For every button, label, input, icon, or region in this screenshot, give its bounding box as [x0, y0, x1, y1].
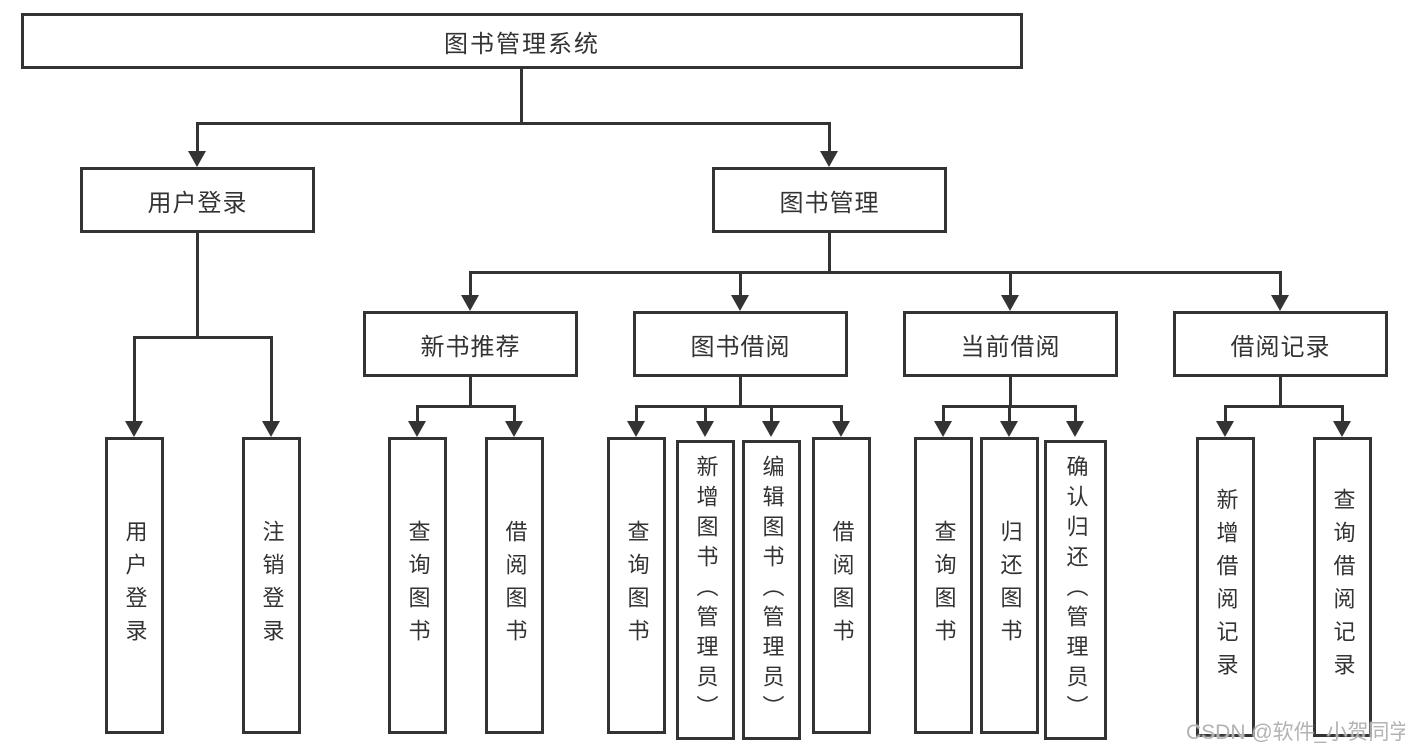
connector — [1009, 377, 1012, 408]
leaf-cb-return-books-label: 归还图书 — [997, 519, 1023, 652]
node-new-books: 新书推荐 — [363, 311, 578, 377]
arrowhead — [627, 421, 645, 437]
connector — [942, 405, 945, 423]
connector — [196, 122, 831, 125]
node-book-borrow: 图书借阅 — [633, 311, 848, 377]
connector — [1008, 405, 1011, 423]
node-borrow-records: 借阅记录 — [1173, 311, 1388, 377]
connector — [133, 336, 273, 339]
connector — [1224, 405, 1227, 423]
node-borrow-records-label: 借阅记录 — [1230, 333, 1331, 361]
leaf-cb-query-books: 查询图书 — [914, 437, 973, 734]
arrowhead — [1000, 421, 1018, 437]
connector — [635, 405, 638, 423]
node-book-mgmt: 图书管理 — [712, 167, 947, 233]
connector — [133, 336, 136, 423]
connector — [469, 377, 472, 408]
leaf-br-add-record: 新增借阅记录 — [1196, 437, 1255, 737]
leaf-nb-query-books-label: 查询图书 — [405, 519, 431, 652]
leaf-nb-query-books: 查询图书 — [388, 437, 447, 734]
watermark: CSDN @软件_小贺同学 — [1186, 721, 1405, 744]
leaf-br-query-record-label: 查询借阅记录 — [1330, 488, 1356, 686]
leaf-br-add-record-label: 新增借阅记录 — [1213, 488, 1239, 686]
leaf-cb-query-books-label: 查询图书 — [931, 519, 957, 652]
connector — [739, 377, 742, 408]
connector — [270, 336, 273, 423]
arrowhead — [1271, 295, 1289, 311]
connector — [1074, 405, 1077, 423]
node-root: 图书管理系统 — [21, 13, 1023, 69]
connector — [469, 271, 472, 299]
arrowhead — [1216, 421, 1234, 437]
leaf-user-login-label: 用户登录 — [122, 519, 148, 652]
connector — [469, 271, 1282, 274]
connector — [840, 405, 843, 423]
arrowhead — [461, 295, 479, 311]
leaf-bb-edit-books-admin-label: 编辑图书（管理员） — [759, 455, 785, 725]
connector — [1279, 377, 1282, 408]
leaf-user-login: 用户登录 — [105, 437, 164, 734]
leaf-bb-query-books: 查询图书 — [607, 437, 666, 734]
connector — [1341, 405, 1344, 423]
connector — [196, 232, 199, 339]
leaf-nb-borrow-books: 借阅图书 — [485, 437, 544, 734]
connector — [828, 122, 831, 154]
connector — [1224, 405, 1344, 408]
leaf-bb-edit-books-admin: 编辑图书（管理员） — [742, 440, 801, 740]
arrowhead — [762, 421, 780, 437]
connector — [635, 405, 843, 408]
arrowhead — [832, 421, 850, 437]
leaf-bb-add-books-admin-label: 新增图书（管理员） — [693, 455, 719, 725]
node-book-borrow-label: 图书借阅 — [690, 333, 791, 361]
leaf-br-query-record: 查询借阅记录 — [1313, 437, 1372, 737]
leaf-cb-return-books: 归还图书 — [980, 437, 1039, 734]
connector — [520, 69, 523, 125]
node-user-login: 用户登录 — [80, 167, 315, 233]
arrowhead — [1333, 421, 1351, 437]
arrowhead — [188, 151, 206, 167]
arrowhead — [696, 421, 714, 437]
connector — [416, 405, 419, 423]
node-current-borrow: 当前借阅 — [903, 311, 1118, 377]
connector — [416, 405, 516, 408]
node-book-mgmt-label: 图书管理 — [779, 189, 880, 217]
connector — [828, 233, 831, 274]
arrowhead — [505, 421, 523, 437]
leaf-nb-borrow-books-label: 借阅图书 — [502, 519, 528, 652]
leaf-bb-add-books-admin: 新增图书（管理员） — [676, 440, 735, 740]
connector — [1279, 271, 1282, 299]
node-user-login-label: 用户登录 — [147, 189, 248, 217]
arrowhead — [1001, 295, 1019, 311]
arrowhead — [1066, 421, 1084, 437]
arrowhead — [408, 421, 426, 437]
connector — [196, 122, 199, 154]
leaf-cb-confirm-return-admin-label: 确认归还（管理员） — [1063, 455, 1089, 725]
arrowhead — [731, 295, 749, 311]
leaf-logout: 注销登录 — [242, 437, 301, 734]
connector — [1009, 271, 1012, 299]
node-current-borrow-label: 当前借阅 — [960, 333, 1061, 361]
connector — [770, 405, 773, 423]
leaf-bb-borrow-books: 借阅图书 — [812, 437, 871, 734]
connector — [513, 405, 516, 423]
leaf-bb-query-books-label: 查询图书 — [624, 519, 650, 652]
node-root-label: 图书管理系统 — [444, 30, 600, 58]
node-new-books-label: 新书推荐 — [420, 333, 521, 361]
connector — [739, 271, 742, 299]
connector — [704, 405, 707, 423]
leaf-logout-label: 注销登录 — [259, 519, 285, 652]
arrowhead — [934, 421, 952, 437]
arrowhead — [820, 151, 838, 167]
leaf-cb-confirm-return-admin: 确认归还（管理员） — [1044, 440, 1107, 740]
leaf-bb-borrow-books-label: 借阅图书 — [829, 519, 855, 652]
arrowhead — [262, 421, 280, 437]
arrowhead — [125, 421, 143, 437]
